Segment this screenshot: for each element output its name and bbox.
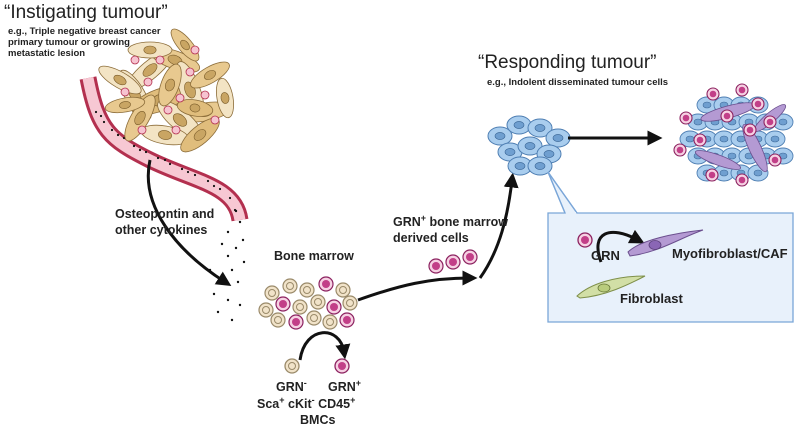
pink-cell (210, 115, 220, 125)
fibroblast-cell (576, 275, 646, 299)
arrow-to-responding-tumour (357, 270, 478, 302)
grn-positive-label: GRN+ (328, 377, 362, 394)
pink-cell (200, 90, 210, 100)
cytokine-dots (208, 209, 246, 322)
grn-negative-cell (322, 314, 338, 330)
fibroblast-label: Fibroblast (620, 291, 683, 306)
instigating-example-line-2: primary tumour or growing (8, 37, 130, 48)
grn-cells-line-2: derived cells (393, 231, 469, 245)
grn-negative-cell (264, 285, 280, 301)
cytokines-line-1: Osteopontin and (115, 207, 215, 221)
pink-cell (155, 55, 165, 65)
grn-positive-cells-group (428, 249, 478, 274)
grn-negative-cell (335, 282, 351, 298)
instigating-title: “Instigating tumour” (4, 2, 168, 23)
bone-marrow-label: Bone marrow (274, 249, 354, 263)
grn-negative-cell (310, 294, 326, 310)
grn-negative-cell (270, 312, 286, 328)
instigating-example-line-1: e.g., Triple negative breast cancer (8, 26, 161, 37)
pink-cell (143, 77, 153, 87)
grn-negative-cell (342, 295, 358, 311)
inset-callout (547, 171, 794, 323)
arrow-grn-conversion (298, 331, 351, 361)
grn-negative-cell (299, 282, 315, 298)
grn-negative-cell (284, 358, 300, 374)
grn-negative-label: GRN- (276, 377, 307, 394)
pink-cell (163, 105, 173, 115)
pink-cell (171, 125, 181, 135)
responding-tumour-cluster (673, 83, 794, 187)
arrow-to-bone-marrow (146, 159, 232, 287)
responding-title: “Responding tumour” (478, 52, 657, 73)
pink-cell (120, 87, 130, 97)
indolent-tumour-cells (487, 115, 571, 176)
inset-grn-label: GRN (591, 248, 620, 263)
myofibroblast-cell (627, 229, 704, 257)
grn-negative-cell (306, 310, 322, 326)
pink-cell (185, 67, 195, 77)
marker-label: Sca+ cKit- CD45+ (257, 394, 356, 411)
myofibroblast-label: Myofibroblast/CAF (672, 246, 788, 261)
cytokines-line-2: other cytokines (115, 223, 208, 237)
pink-cell (130, 55, 140, 65)
grn-negative-cell (258, 302, 274, 318)
grn-negative-cell (292, 299, 308, 315)
pink-cell (137, 125, 147, 135)
pink-cell (175, 93, 185, 103)
responding-example: e.g., Indolent disseminated tumour cells (487, 77, 669, 88)
arrow-up-to-cluster (478, 172, 519, 279)
instigating-tumour-cluster (98, 28, 235, 153)
myofibroblast-cell (694, 150, 742, 170)
grn-negative-cell (282, 278, 298, 294)
bmcs-label: BMCs (300, 413, 336, 427)
instigating-example-line-3: metastatic lesion (8, 48, 86, 59)
grn-positive-cell (334, 358, 350, 374)
grn-cells-line-1: GRN+ bone marrow (393, 212, 509, 229)
bone-marrow-cells (258, 276, 358, 330)
pink-cell (190, 45, 200, 55)
